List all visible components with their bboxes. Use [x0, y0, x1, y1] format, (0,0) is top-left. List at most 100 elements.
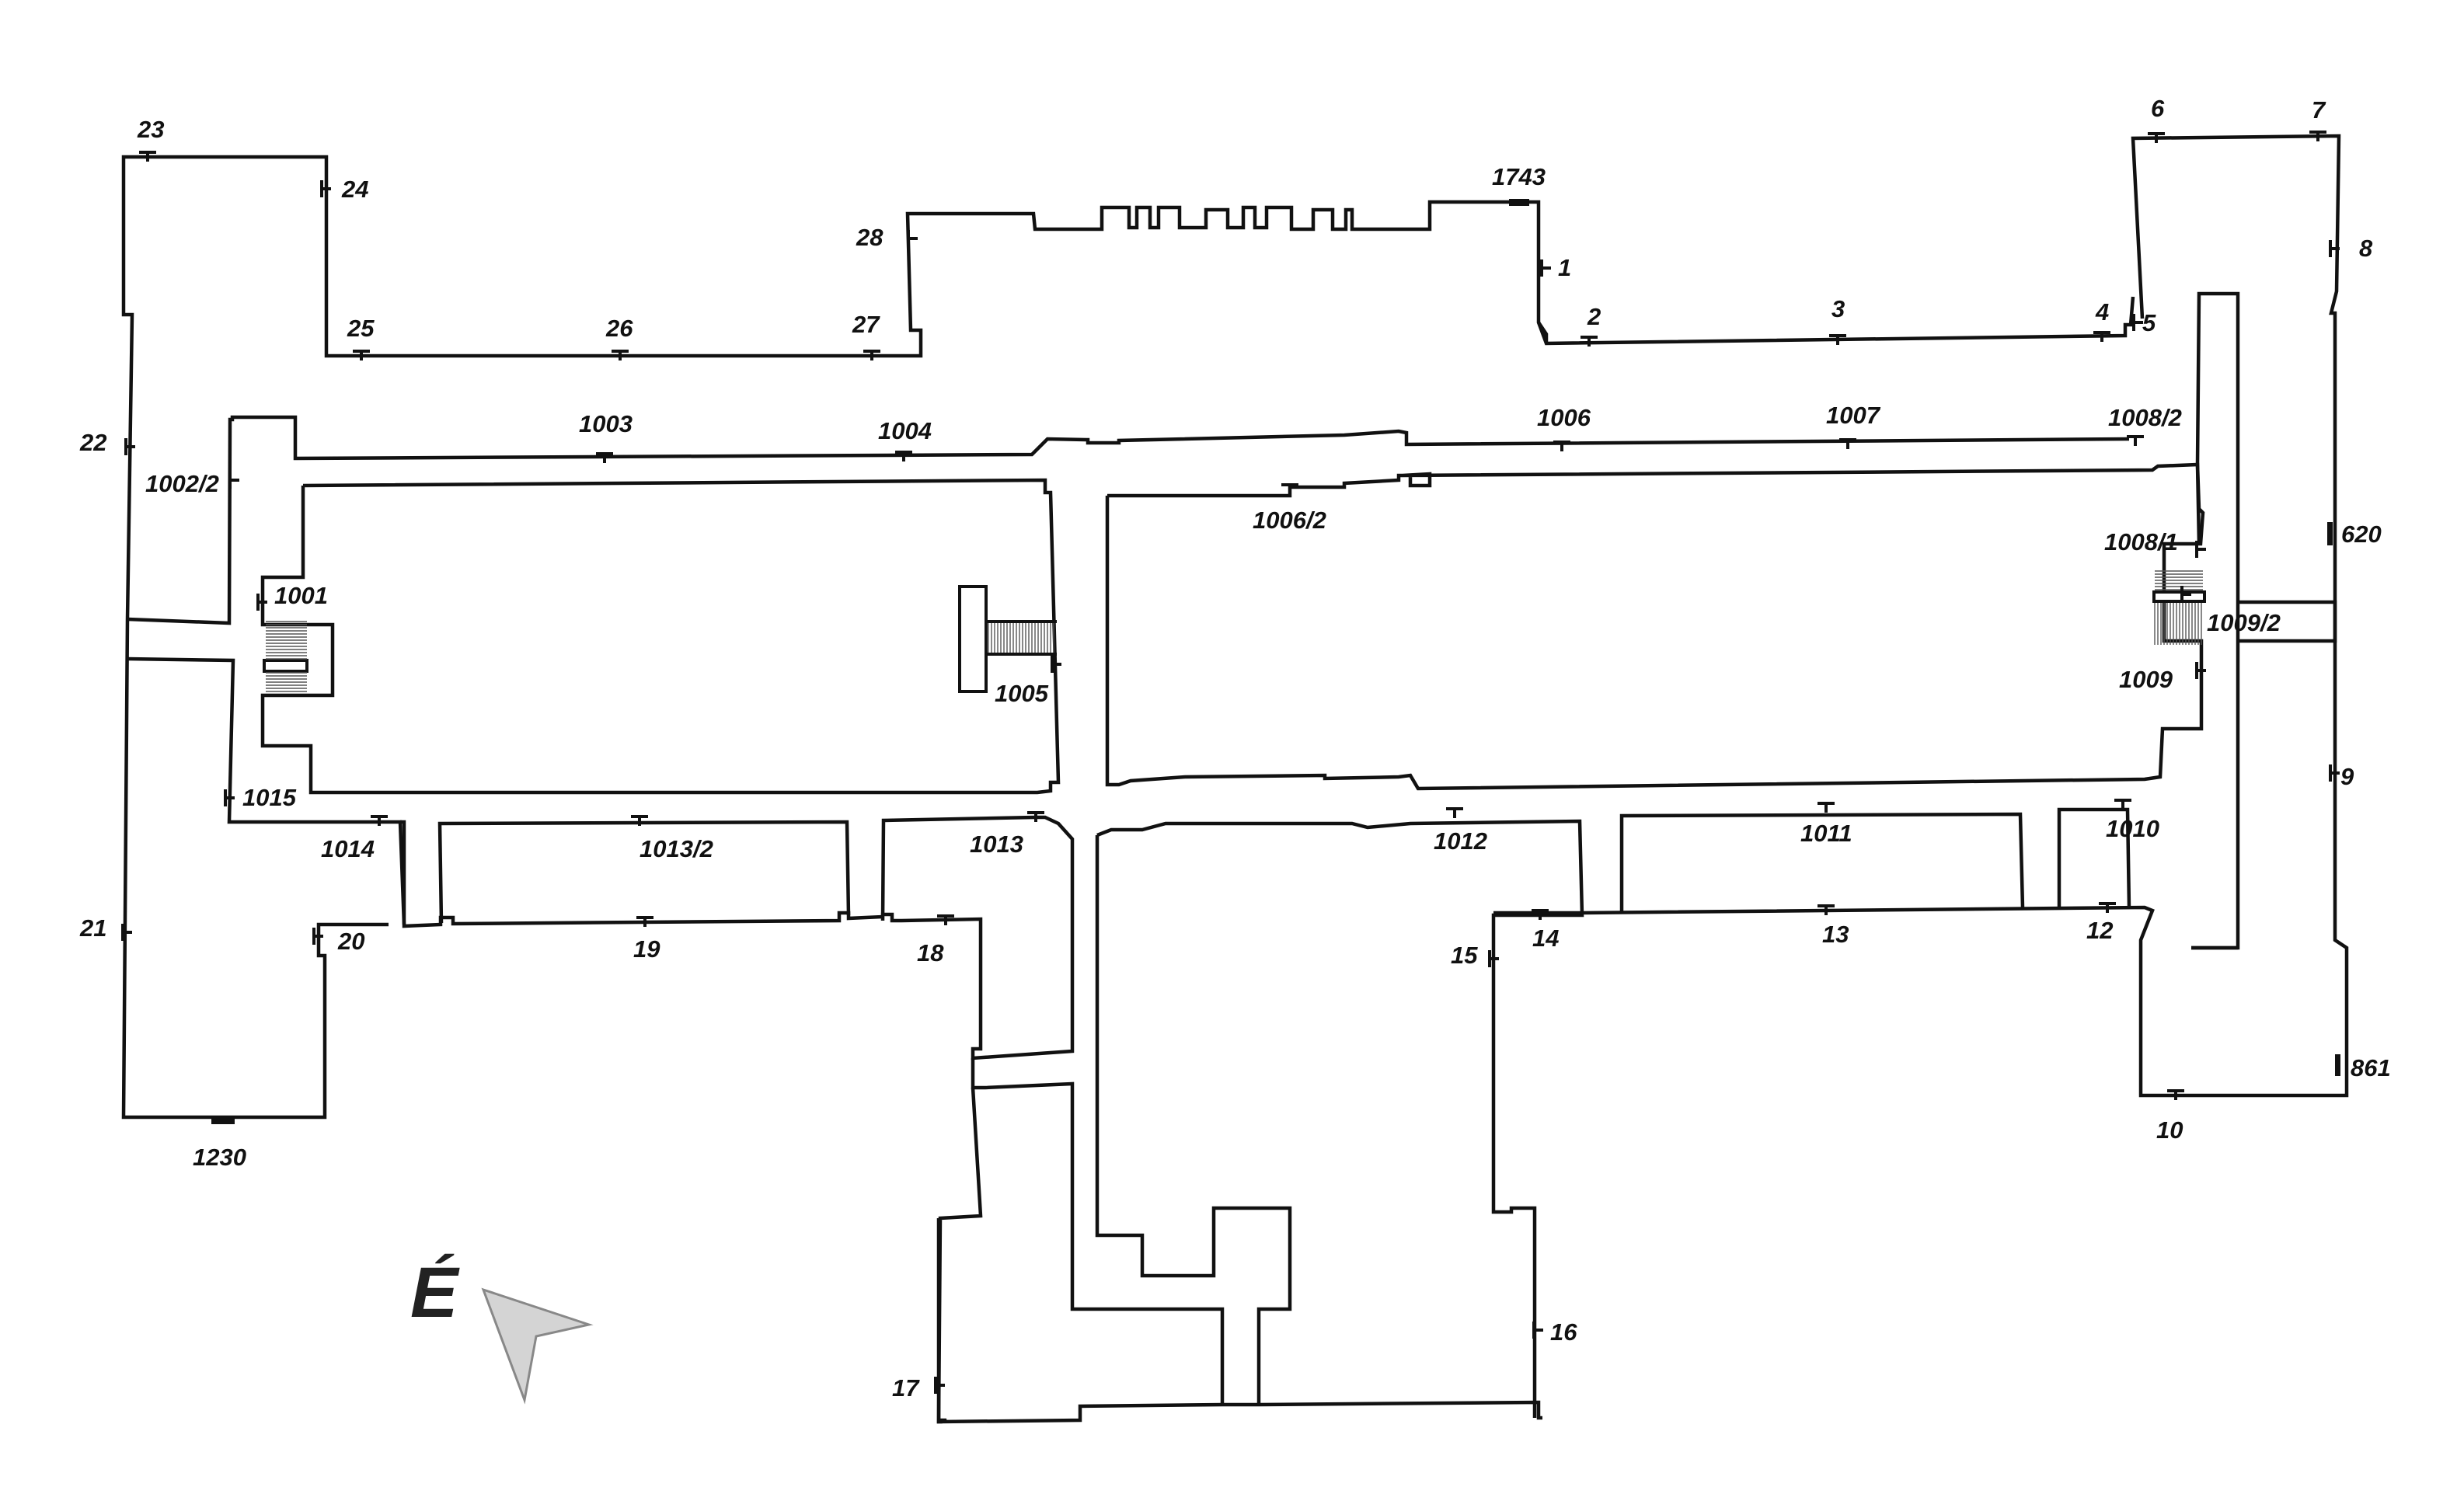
- label-18: 18: [917, 939, 944, 966]
- stair-1001: [263, 659, 308, 673]
- east-rooms-front-2: [2057, 807, 2131, 908]
- door-marker-21: [121, 924, 132, 941]
- door-marker-1008-2: [2127, 435, 2144, 446]
- stair-1008-hatch-upper: [2155, 570, 2203, 590]
- door-marker-1013-2: [631, 815, 648, 826]
- label-22: 22: [79, 429, 106, 456]
- label-620: 620: [2341, 521, 2382, 548]
- door-marker-4: [2093, 331, 2110, 342]
- label-24: 24: [341, 176, 368, 203]
- door-marker-1008-1: [2195, 541, 2206, 558]
- east-lower-corridor: [1096, 819, 1584, 1327]
- door-marker-13: [1818, 904, 1835, 915]
- stair-1005-hatch: [988, 623, 1054, 653]
- stair-1008-hatch-lower: [2154, 603, 2202, 645]
- label-1009-2: 1009/2: [2207, 609, 2281, 636]
- door-marker-28: [907, 230, 918, 247]
- stair-1001-hatch-lower: [266, 672, 307, 692]
- door-marker-1012: [1446, 807, 1463, 818]
- door-1230-marker: [211, 1116, 235, 1124]
- door-marker-1007: [1839, 438, 1856, 449]
- door-marker-25: [353, 350, 370, 360]
- door-marker-20: [312, 928, 323, 945]
- label-2: 2: [1587, 303, 1601, 330]
- label-19: 19: [633, 935, 660, 963]
- door-620-marker: [2327, 522, 2333, 545]
- door-marker-18: [937, 914, 954, 925]
- label-5: 5: [2142, 309, 2156, 336]
- door-marker-1001: [256, 594, 267, 611]
- door-marker-1004: [895, 451, 912, 461]
- south-annex-outer: [936, 1087, 983, 1424]
- label-1010: 1010: [2106, 815, 2159, 842]
- stair-hatching: [266, 570, 2203, 692]
- east-rooms-row: [1581, 134, 2349, 1098]
- label-16: 16: [1550, 1318, 1577, 1346]
- label-1011: 1011: [1800, 820, 1852, 847]
- lower-west-courtyard: [400, 815, 1075, 1060]
- label-9: 9: [2340, 763, 2354, 790]
- label-1006: 1006: [1537, 404, 1591, 431]
- label-1743: 1743: [1492, 163, 1546, 190]
- label-1: 1: [1558, 254, 1571, 281]
- label-1013: 1013: [970, 831, 1023, 858]
- west-cross-corridor: [127, 415, 2130, 625]
- lower-west-courtyard-inner: [437, 820, 851, 924]
- label-17: 17: [892, 1374, 920, 1402]
- door-marker-8: [2329, 240, 2340, 257]
- label-21: 21: [79, 914, 106, 942]
- label-1001: 1001: [274, 582, 328, 609]
- door-marker-3: [1829, 334, 1846, 345]
- label-28: 28: [856, 224, 883, 251]
- door-marker-1013: [1027, 811, 1044, 822]
- label-1013-2: 1013/2: [640, 835, 713, 862]
- door-marker-1003: [596, 452, 613, 463]
- label-1008-2: 1008/2: [2108, 404, 2182, 431]
- label-1012: 1012: [1434, 827, 1487, 855]
- door-marker-1006: [1553, 441, 1570, 451]
- label-14: 14: [1532, 925, 1559, 952]
- east-rooms-front: [1619, 812, 2025, 913]
- door-marker-5: [2132, 314, 2143, 331]
- label-1004: 1004: [878, 417, 932, 444]
- door-marker-15: [1488, 950, 1499, 967]
- door-marker-1010: [2114, 799, 2131, 810]
- west-wing-upper-wall: [121, 155, 2135, 620]
- label-6: 6: [2151, 95, 2165, 122]
- door-marker-14: [1532, 909, 1549, 920]
- door-labels: 23 24 22 25 26 27 28 1743 1 2 3 4 5 6 7 …: [79, 95, 2391, 1402]
- door-marker-27: [863, 350, 880, 360]
- label-1006-2: 1006/2: [1253, 507, 1326, 534]
- door-marker-24: [320, 180, 331, 197]
- north-compass: É: [410, 1253, 594, 1405]
- label-10: 10: [2156, 1116, 2183, 1144]
- label-1007: 1007: [1826, 402, 1881, 429]
- label-20: 20: [337, 928, 364, 955]
- door-marker-1002-2: [228, 472, 239, 489]
- stair-1005: [958, 585, 1057, 693]
- door-marker-1: [1540, 259, 1551, 277]
- door-marker-1011: [1818, 802, 1835, 813]
- north-arrow-icon: [481, 1287, 594, 1405]
- label-1008-1: 1008/1: [2104, 528, 2178, 555]
- door-marker-1009: [2195, 662, 2206, 679]
- east-service-shaft-outline: [2191, 291, 2240, 950]
- door-marker-2: [1581, 336, 1598, 347]
- door-marker-19: [636, 916, 653, 927]
- label-15: 15: [1451, 942, 1478, 969]
- door-marker-1014: [371, 815, 388, 826]
- label-1003: 1003: [579, 410, 633, 437]
- stair-1001-hatch: [266, 621, 307, 660]
- west-courtyard-outline: [260, 478, 1061, 795]
- door-marker-17: [934, 1377, 945, 1394]
- label-1002-2: 1002/2: [145, 470, 219, 497]
- door-marker-10: [2167, 1089, 2184, 1100]
- east-stair-passage: [2238, 600, 2337, 643]
- door-marker-23: [139, 151, 156, 162]
- door-861-marker: [2335, 1054, 2340, 1076]
- door-marker-9: [2329, 764, 2340, 782]
- label-3: 3: [1831, 295, 1845, 322]
- south-annex-bottom: [936, 1218, 1542, 1424]
- door-marker-1008-1b: [2180, 586, 2191, 603]
- label-4: 4: [2095, 298, 2109, 326]
